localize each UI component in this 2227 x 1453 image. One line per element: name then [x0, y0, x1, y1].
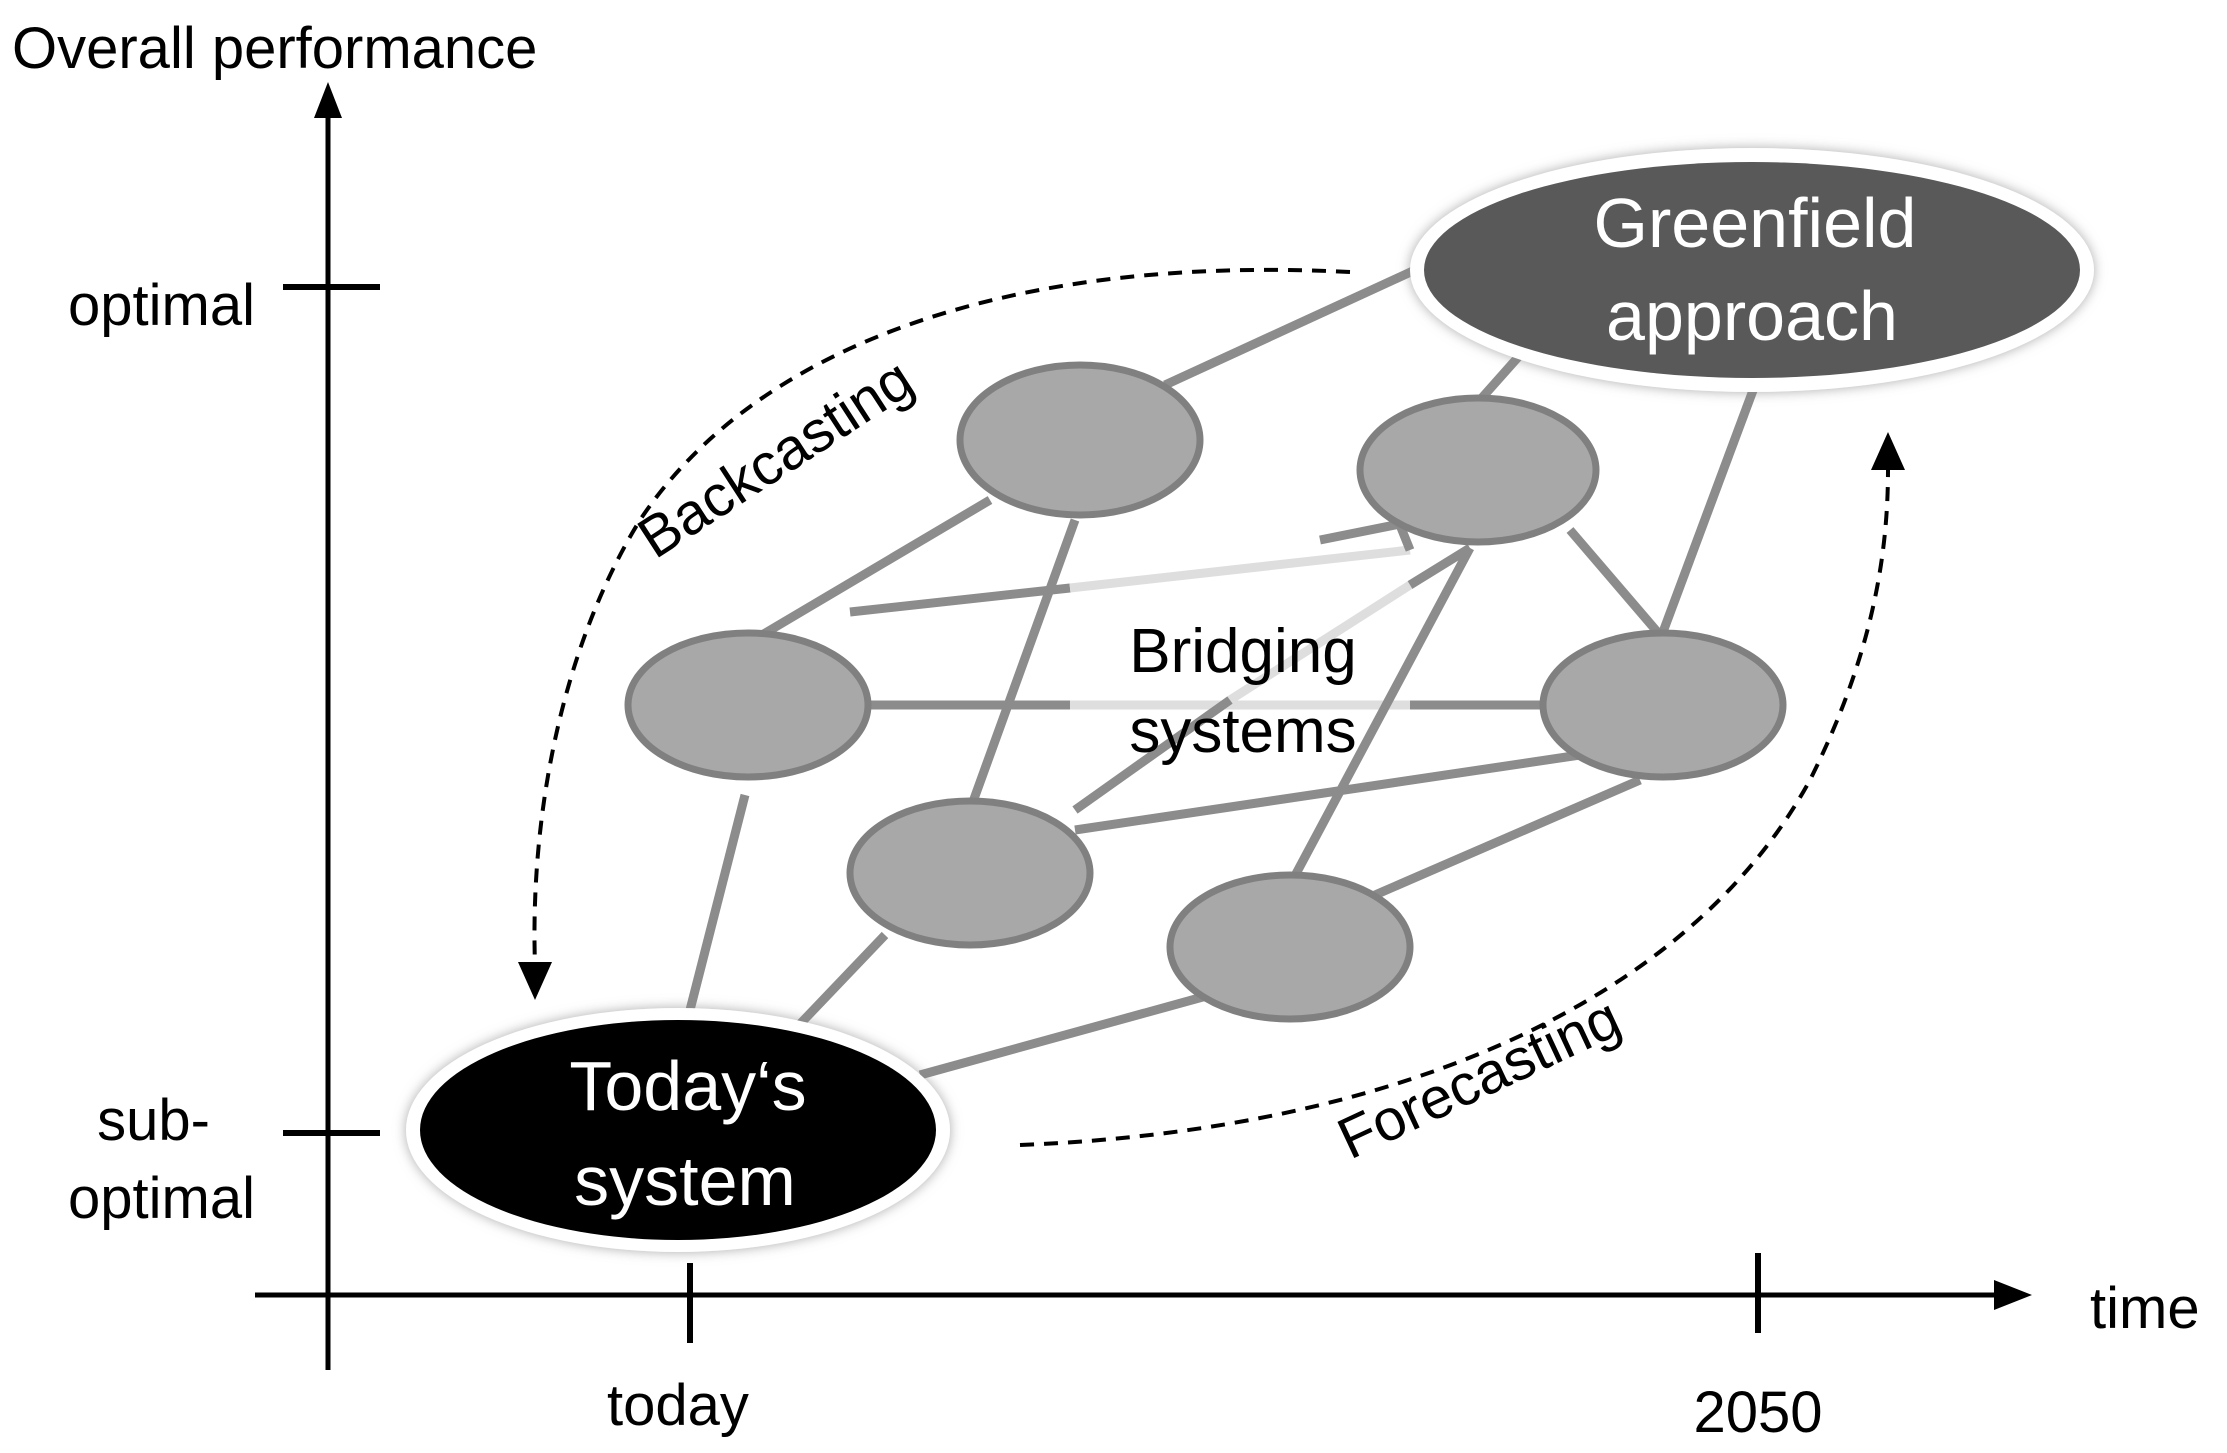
x-tick-label-2050: 2050 [1693, 1380, 1822, 1445]
bridging-node [846, 797, 1094, 949]
edge [1163, 265, 1417, 390]
edge [742, 496, 993, 649]
todays-system-node: Today‘s system [406, 1008, 950, 1252]
edge [1407, 544, 1473, 589]
greenfield-label-1: Greenfield [1594, 184, 1917, 262]
bridging-node [1539, 629, 1787, 781]
edge [849, 583, 1071, 617]
edge [965, 518, 1080, 812]
backcasting-label: Backcasting [627, 346, 925, 571]
todays-system-label-1: Today‘s [569, 1047, 806, 1125]
edge [685, 793, 750, 1012]
x-axis-title: time [2090, 1276, 2200, 1341]
x-axis-arrowhead [1994, 1280, 2032, 1310]
edge [1655, 383, 1760, 642]
edge [1286, 545, 1474, 888]
bridging-node [1356, 394, 1600, 546]
edge [1476, 352, 1524, 403]
todays-system-label-2: system [574, 1142, 796, 1220]
edge [1566, 527, 1664, 638]
greenfield-node: Greenfield approach [1410, 148, 2094, 392]
forecasting-arrowhead [1871, 432, 1905, 470]
backcasting-arrowhead [518, 962, 552, 1000]
todays-system-ellipse [420, 1020, 936, 1240]
edge [1072, 696, 1233, 814]
edge [1373, 775, 1642, 900]
backcasting-arrow [532, 267, 1351, 966]
axes [255, 82, 2032, 1370]
y-tick-label-suboptimal-1: sub- [97, 1088, 210, 1153]
bridging-node [1166, 871, 1414, 1023]
forecasting-label: Forecasting [1328, 985, 1630, 1172]
edge [1069, 545, 1411, 593]
y-tick-label-optimal: optimal [68, 273, 255, 338]
bridging-node [624, 629, 872, 781]
edge [1395, 523, 1415, 552]
greenfield-label-2: approach [1606, 277, 1898, 355]
y-tick-label-suboptimal-2: optimal [68, 1166, 255, 1231]
edge [1227, 581, 1413, 704]
bridging-label-2: systems [1129, 697, 1356, 766]
y-axis-arrowhead [314, 82, 342, 118]
forecasting-arrow [1019, 469, 1890, 1147]
greenfield-ellipse [1424, 162, 2080, 378]
bridging-nodes [624, 361, 1787, 1023]
edge [918, 990, 1212, 1080]
bridging-label-1: Bridging [1129, 617, 1356, 686]
y-axis-title: Overall performance [12, 16, 537, 81]
network-edges [685, 265, 1760, 1080]
x-tick-label-today: today [607, 1373, 749, 1438]
bridging-node [956, 361, 1204, 519]
edge [1074, 750, 1581, 835]
